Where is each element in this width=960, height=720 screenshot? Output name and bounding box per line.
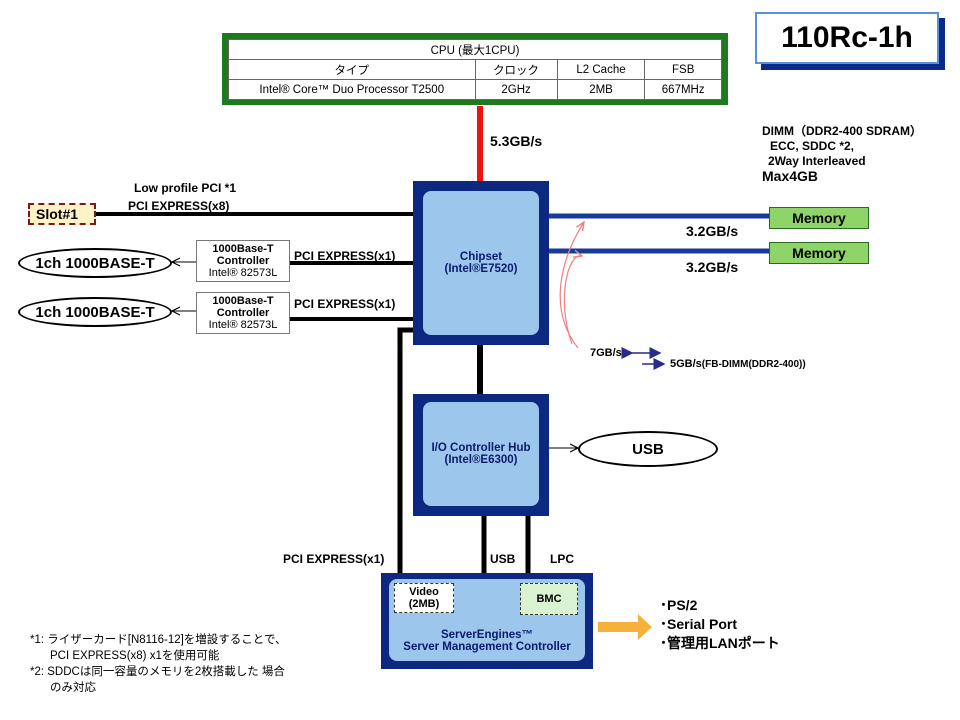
cpu-header: CPU (最大1CPU)	[228, 39, 722, 60]
lan-ctrl-2-line3: Intel® 82573L	[208, 319, 278, 331]
cpu-spec-table: CPU (最大1CPU) タイプ クロック L2 Cache FSB Intel…	[228, 39, 722, 100]
pcie-bmc-line	[397, 327, 414, 574]
lan-controller-1: 1000Base-T Controller Intel® 82573L	[196, 240, 290, 282]
cpu-fsb: 667MHz	[644, 79, 722, 100]
lan-ctrl-1-line2: Controller	[216, 255, 270, 267]
cpu-bus-label: 5.3GB/s	[490, 133, 543, 149]
video-line-1: Video	[409, 586, 439, 598]
pcie-x1-label-3: PCI EXPRESS(x1)	[283, 552, 385, 566]
cpu-col-type: タイプ	[228, 59, 476, 80]
dimm-note: DIMM（DDR2-400 SDRAM） ECC, SDDC *2, 2Way …	[762, 124, 922, 184]
lan-port-1: 1ch 1000BASE-T	[18, 248, 172, 278]
output-mgmt-lan: ･管理用LANポート	[660, 635, 780, 651]
bmc-outputs: ･PS/2 ･Serial Port ･管理用LANポート	[660, 596, 780, 653]
cpu-col-fsb: FSB	[644, 59, 722, 80]
usb-port: USB	[578, 431, 718, 467]
cpu-clock: 2GHz	[474, 79, 558, 100]
cpu-col-clock: クロック	[474, 59, 558, 80]
output-ps2: ･PS/2	[660, 597, 698, 613]
pcie-x1-label-1: PCI EXPRESS(x1)	[294, 249, 396, 263]
ich-block: I/O Controller Hub (Intel®E6300)	[413, 394, 549, 516]
ich-name: I/O Controller Hub	[431, 442, 531, 454]
ich-inner: I/O Controller Hub (Intel®E6300)	[423, 402, 539, 506]
slot-1: Slot#1	[28, 203, 96, 225]
chipset-model: (Intel®E7520)	[444, 263, 518, 275]
dimm-line-2: ECC, SDDC *2,	[770, 139, 855, 153]
footnotes: *1: ライザーカード[N8116-12]を増設することで、 PCI EXPRE…	[30, 632, 287, 696]
chipset-block: Chipset (Intel®E7520)	[413, 181, 549, 345]
pcie-x1-label-2: PCI EXPRESS(x1)	[294, 297, 396, 311]
video-line-2: (2MB)	[408, 598, 440, 610]
memory-1: Memory	[769, 207, 869, 229]
fbdimm-bw-7: 7GB/s	[590, 347, 622, 359]
low-profile-label: Low profile PCI *1	[134, 181, 237, 195]
video-box: Video (2MB)	[394, 583, 454, 613]
dimm-line-3: 2Way Interleaved	[768, 154, 866, 168]
ich-model: (Intel®E6300)	[444, 454, 518, 466]
chipset-inner: Chipset (Intel®E7520)	[423, 191, 539, 335]
dimm-line-1: DIMM（DDR2-400 SDRAM）	[762, 124, 923, 138]
note-1b: PCI EXPRESS(x8) x1を使用可能	[50, 650, 220, 662]
cpu-type: Intel® Core™ Duo Processor T2500	[228, 79, 476, 100]
lan-ctrl-1-line3: Intel® 82573L	[208, 267, 278, 279]
fbdimm-curve-1	[559, 222, 584, 349]
output-arrow	[598, 614, 652, 640]
cpu-l2: 2MB	[556, 79, 646, 100]
cpu-col-l2: L2 Cache	[556, 59, 646, 80]
pcie-x8-label: PCI EXPRESS(x8)	[128, 199, 230, 213]
mem-bw-label-2: 3.2GB/s	[686, 259, 739, 275]
bmc-box: BMC	[520, 583, 578, 615]
fbdimm-bw-5-value: 5GB/s	[670, 358, 702, 370]
bmc-line-1: ServerEngines™	[440, 629, 534, 641]
note-1a: *1: ライザーカード[N8116-12]を増設することで、	[30, 634, 287, 646]
fbdimm-bw-5: 5GB/s(FB-DIMM(DDR2-400))	[670, 358, 806, 370]
lan-ctrl-1-line1: 1000Base-T	[212, 243, 274, 255]
lan-ctrl-2-line2: Controller	[216, 307, 270, 319]
usb-link-label: USB	[490, 552, 516, 566]
bmc-block: ServerEngines™ Server Management Control…	[381, 573, 593, 669]
output-serial: ･Serial Port	[660, 616, 738, 632]
cpu-block: CPU (最大1CPU) タイプ クロック L2 Cache FSB Intel…	[222, 33, 728, 105]
model-title: 110Rc-1h	[755, 12, 939, 64]
fbdimm-curve-2	[563, 256, 582, 345]
dimm-line-4: Max4GB	[762, 168, 819, 184]
lpc-link-label: LPC	[550, 552, 574, 566]
lan-controller-2: 1000Base-T Controller Intel® 82573L	[196, 292, 290, 334]
note-2b: のみ対応	[50, 682, 96, 694]
chipset-name: Chipset	[459, 251, 503, 263]
lan-port-2: 1ch 1000BASE-T	[18, 297, 172, 327]
note-2a: *2: SDDCは同一容量のメモリを2枚搭載した 場合	[30, 666, 285, 678]
fbdimm-desc: (FB-DIMM(DDR2-400))	[701, 359, 806, 370]
bmc-line-2: Server Management Controller	[403, 641, 571, 653]
mem-bw-label-1: 3.2GB/s	[686, 223, 739, 239]
lan-ctrl-2-line1: 1000Base-T	[212, 295, 274, 307]
memory-2: Memory	[769, 242, 869, 264]
